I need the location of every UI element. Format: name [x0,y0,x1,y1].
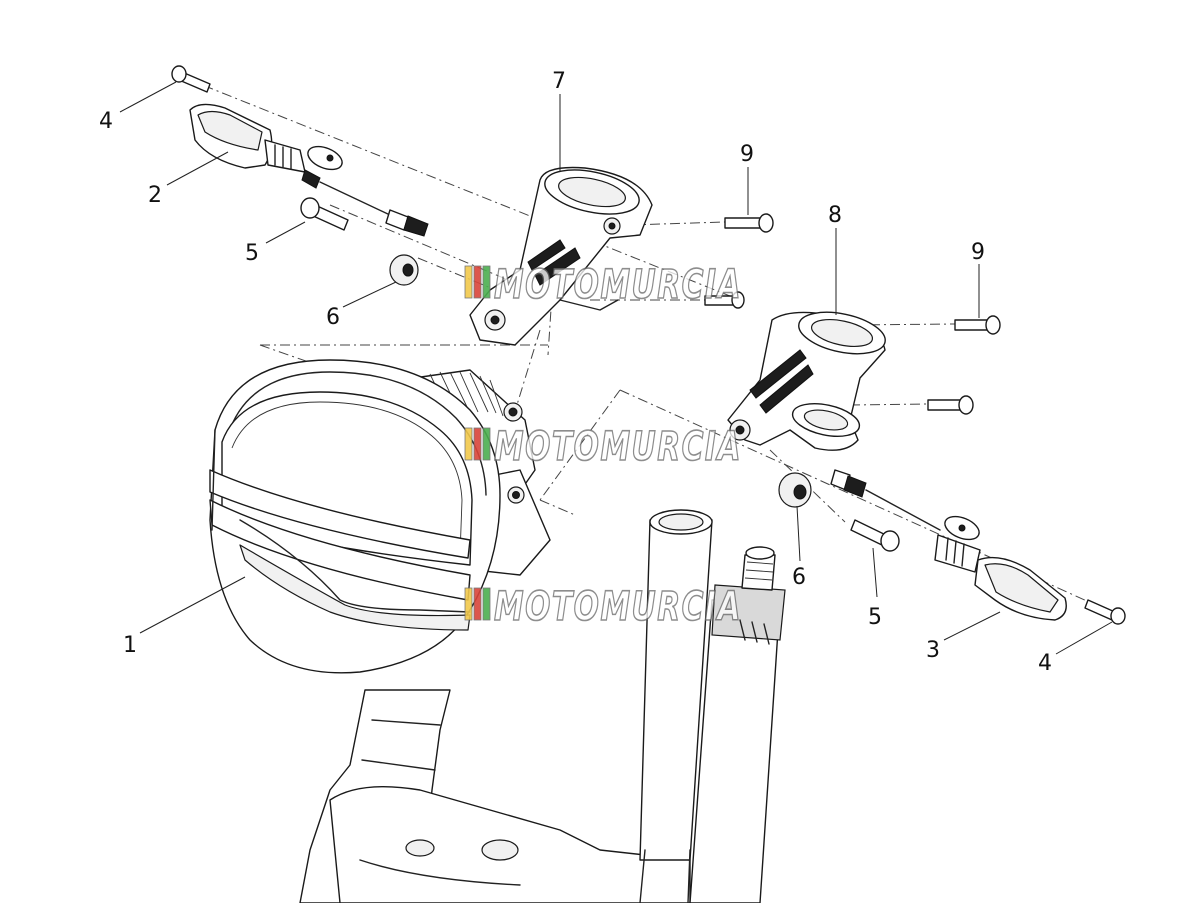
callout-6-left: 6 [326,305,340,330]
callout-7: 7 [552,69,566,94]
left-turn-indicator [189,103,429,237]
callout-4-right: 4 [1038,651,1052,676]
bolt-4-right [1084,599,1126,625]
bolt-9-right [954,315,1001,335]
watermark-top: MOTOMURCIA [464,261,742,309]
grommet-6-right [778,472,812,508]
right-mounting-bracket [727,311,886,451]
callout-labels: 1 2 3 4 4 5 5 6 6 7 8 9 9 [99,69,1052,676]
watermark-text: MOTOMURCIA [494,262,742,308]
bolt-9-right-lower [927,395,974,415]
bolt-5-right [850,519,900,552]
watermark-middle: MOTOMURCIA [464,423,742,471]
grommet-6-left [389,254,419,286]
fork-assembly [299,509,786,903]
right-turn-indicator [830,469,1067,621]
callout-2: 2 [148,183,162,208]
callout-6-right: 6 [792,565,806,590]
bolts [171,65,1126,625]
callout-5-left: 5 [245,241,259,266]
callout-5-right: 5 [868,605,882,630]
leader-lines [119,81,1113,655]
callout-8: 8 [828,203,842,228]
bolt-5-left [300,197,349,231]
callout-9-left: 9 [740,142,754,167]
watermark-bottom: MOTOMURCIA [464,583,742,631]
callout-3: 3 [926,638,940,663]
bolt-4-left [171,65,211,93]
left-mounting-bracket [469,166,653,346]
watermark-text: MOTOMURCIA [494,584,742,630]
watermark-text: MOTOMURCIA [494,424,742,470]
callout-9-right: 9 [971,240,985,265]
callout-1: 1 [123,633,137,658]
bolt-9-left-lower [704,291,745,309]
headlight-assembly [209,359,551,674]
bolt-9-left [724,213,774,233]
callout-4-left: 4 [99,109,113,134]
